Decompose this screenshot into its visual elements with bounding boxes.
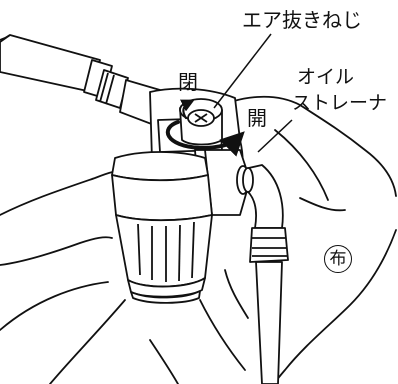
cloth-outline [0,95,397,384]
bleed-screw-label: エア抜きねじ [242,8,362,32]
rotation-arrows [165,99,245,157]
strainer-bowl [111,151,213,304]
oil-strainer-label-line2: ストレーナ [292,92,388,114]
oil-strainer-label-line1: オイル [297,66,355,88]
inlet-pipe [0,34,168,129]
outlet-elbow [236,164,289,384]
cloth-label: 布 [324,245,352,273]
close-label: 閉 [178,70,198,94]
leader-lines [213,33,293,153]
open-label: 開 [247,106,267,130]
